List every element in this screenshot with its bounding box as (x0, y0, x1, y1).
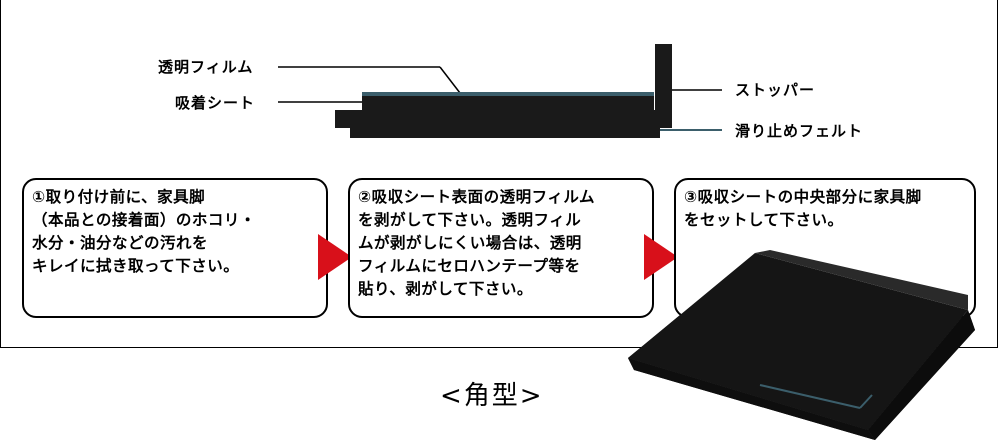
base-layer (335, 110, 672, 128)
film-label: 透明フィルム (158, 58, 254, 76)
felt-label: 滑り止めフェルト (735, 122, 864, 140)
step-1-box: ①取り付け前に、家具脚 （本品との接着面）のホコリ・ 水分・油分などの汚れを キ… (22, 178, 328, 318)
step-2-line: 貼り、剥がして下さい。 (358, 280, 533, 298)
stopper-upright (655, 44, 672, 128)
step-3-line: をセットして下さい。 (684, 211, 844, 229)
step-2-line: フィルムにセロハンテープ等を (358, 257, 581, 275)
absorb-sheet (362, 96, 654, 110)
absorb-sheet-label: 吸着シート (175, 94, 256, 112)
step-2-line: を剥がして下さい。透明フィル (358, 211, 582, 229)
step-arrow-1 (318, 234, 352, 280)
step-2-line: ②吸収シート表面の透明フィルム (358, 188, 596, 206)
shape-caption: <角型> (440, 381, 544, 411)
step-2-box: ②吸収シート表面の透明フィルム を剥がして下さい。透明フィル ムが剥がしにくい場… (348, 178, 654, 318)
step-2-line: ムが剥がしにくい場合は、透明 (358, 234, 582, 252)
transparent-film (362, 92, 654, 96)
step-3-box: ③吸収シートの中央部分に家具脚 をセットして下さい。 (674, 178, 976, 318)
step-1-line: （本品との接着面）のホコリ・ (32, 211, 256, 229)
step-1-line: 水分・油分などの汚れを (32, 234, 209, 252)
step-arrow-2 (644, 234, 678, 280)
step-3-line: ③吸収シートの中央部分に家具脚 (684, 188, 922, 206)
stopper-label: ストッパー (735, 81, 816, 99)
step-1-line: ①取り付け前に、家具脚 (32, 188, 206, 206)
film-leader-diagonal (439, 66, 461, 94)
step-1-line: キレイに拭き取って下さい。 (32, 257, 240, 275)
diagram-frame (0, 0, 998, 348)
felt-layer (350, 128, 660, 138)
